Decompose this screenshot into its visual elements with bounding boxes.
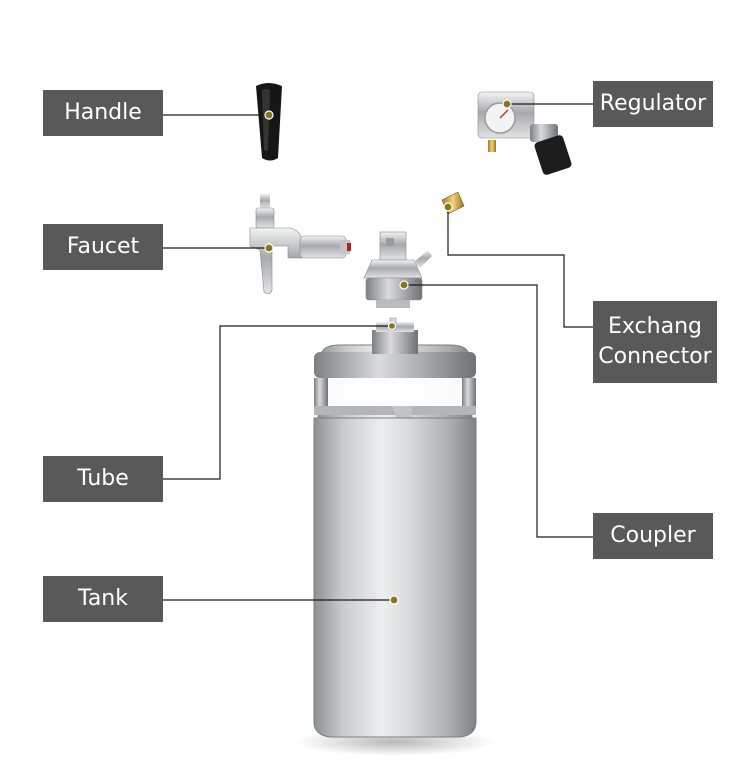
- leader-lines: [163, 103, 593, 601]
- leader-line-exchange: [447, 207, 593, 328]
- marker-dot-tube: [387, 321, 397, 331]
- tank-label-text: Tank: [78, 586, 128, 612]
- marker-dot-exchange: [443, 202, 453, 212]
- exchange-label-line1: Exchang: [608, 314, 702, 340]
- faucet-label: Faucet: [43, 224, 163, 270]
- leader-line-tube: [163, 325, 392, 480]
- coupler-image: [363, 231, 432, 308]
- marker-dot-tank: [389, 595, 399, 605]
- tank-label: Tank: [43, 576, 163, 622]
- marker-dot-regulator: [502, 99, 512, 109]
- leader-line-coupler: [404, 284, 593, 538]
- exchange-label-line2: Connector: [598, 344, 712, 369]
- tube-label-text: Tube: [77, 466, 129, 492]
- handle-label: Handle: [43, 90, 163, 136]
- regulator-label-text: Regulator: [599, 91, 707, 117]
- handle-label-text: Handle: [64, 100, 142, 126]
- marker-dot-handle: [264, 110, 274, 120]
- faucet-image: [249, 194, 351, 294]
- faucet-label-text: Faucet: [66, 234, 140, 260]
- marker-dots: [264, 99, 512, 605]
- coupler-label-text: Coupler: [610, 523, 696, 549]
- handle-image: [256, 83, 282, 161]
- exchange-connector-label: Exchang Connector: [593, 301, 717, 383]
- marker-dot-faucet: [264, 243, 274, 253]
- regulator-label: Regulator: [593, 81, 713, 127]
- coupler-label: Coupler: [593, 513, 713, 559]
- tube-label: Tube: [43, 456, 163, 502]
- keg-tank-image: [295, 322, 495, 756]
- marker-dot-coupler: [399, 280, 409, 290]
